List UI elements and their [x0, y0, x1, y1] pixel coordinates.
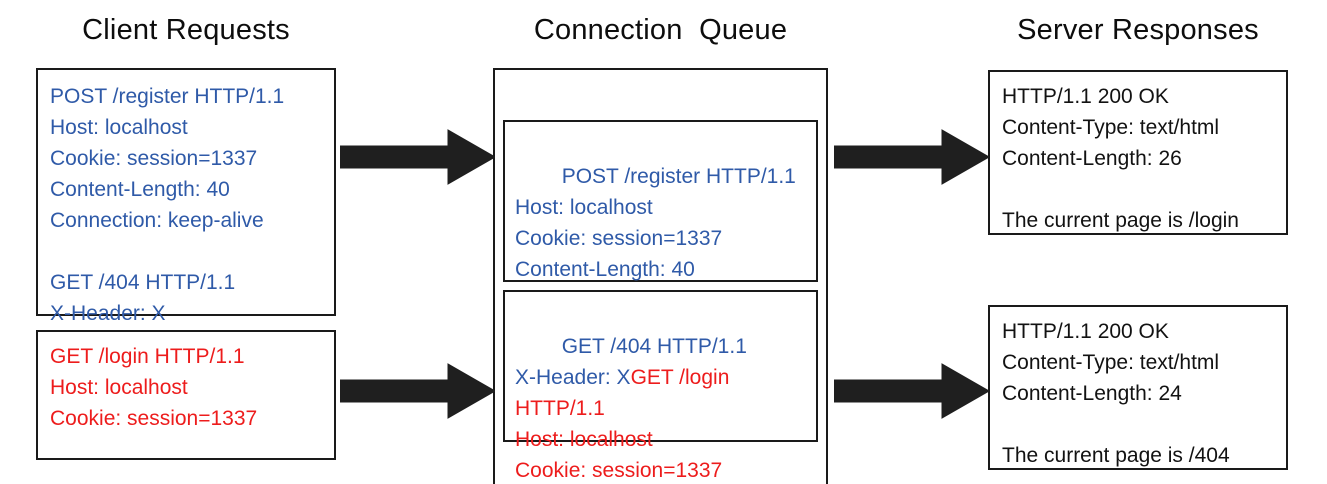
client-request-2-text: GET /login HTTP/1.1 Host: localhost Cook… — [50, 345, 258, 430]
server-response-2-text: HTTP/1.1 200 OK Content-Type: text/html … — [1002, 320, 1230, 467]
queue-entry-2-segment-red: GET /login HTTP/1.1 Host: localhost Cook… — [515, 366, 730, 482]
client-request-box-2: GET /login HTTP/1.1 Host: localhost Cook… — [36, 330, 336, 460]
column-title-server-responses: Server Responses — [1017, 14, 1259, 46]
column-title-client-requests: Client Requests — [82, 14, 290, 46]
arrow-client-to-queue-top — [340, 129, 495, 185]
client-request-box-1: POST /register HTTP/1.1 Host: localhost … — [36, 68, 336, 325]
server-response-box-1: HTTP/1.1 200 OK Content-Type: text/html … — [988, 70, 1288, 235]
connection-queue-container: POST /register HTTP/1.1 Host: localhost … — [493, 68, 828, 484]
arrow-queue-to-server-bottom — [834, 363, 989, 419]
arrow-client-to-queue-bottom — [340, 363, 495, 419]
queue-entry-2-segment-blue: GET /404 HTTP/1.1 X-Header: X — [515, 335, 747, 389]
arrow-queue-to-server-top — [834, 129, 989, 185]
column-title-connection-queue: Connection Queue — [533, 14, 788, 46]
queue-entry-box-1: POST /register HTTP/1.1 Host: localhost … — [503, 120, 818, 312]
queue-entry-box-2: GET /404 HTTP/1.1 X-Header: XGET /login … — [503, 290, 818, 482]
server-response-1-text: HTTP/1.1 200 OK Content-Type: text/html … — [1002, 85, 1239, 232]
client-request-1-text: POST /register HTTP/1.1 Host: localhost … — [50, 85, 285, 325]
queue-entry-2-text: GET /404 HTTP/1.1 X-Header: XGET /login … — [515, 300, 816, 484]
server-response-box-2: HTTP/1.1 200 OK Content-Type: text/html … — [988, 305, 1288, 470]
